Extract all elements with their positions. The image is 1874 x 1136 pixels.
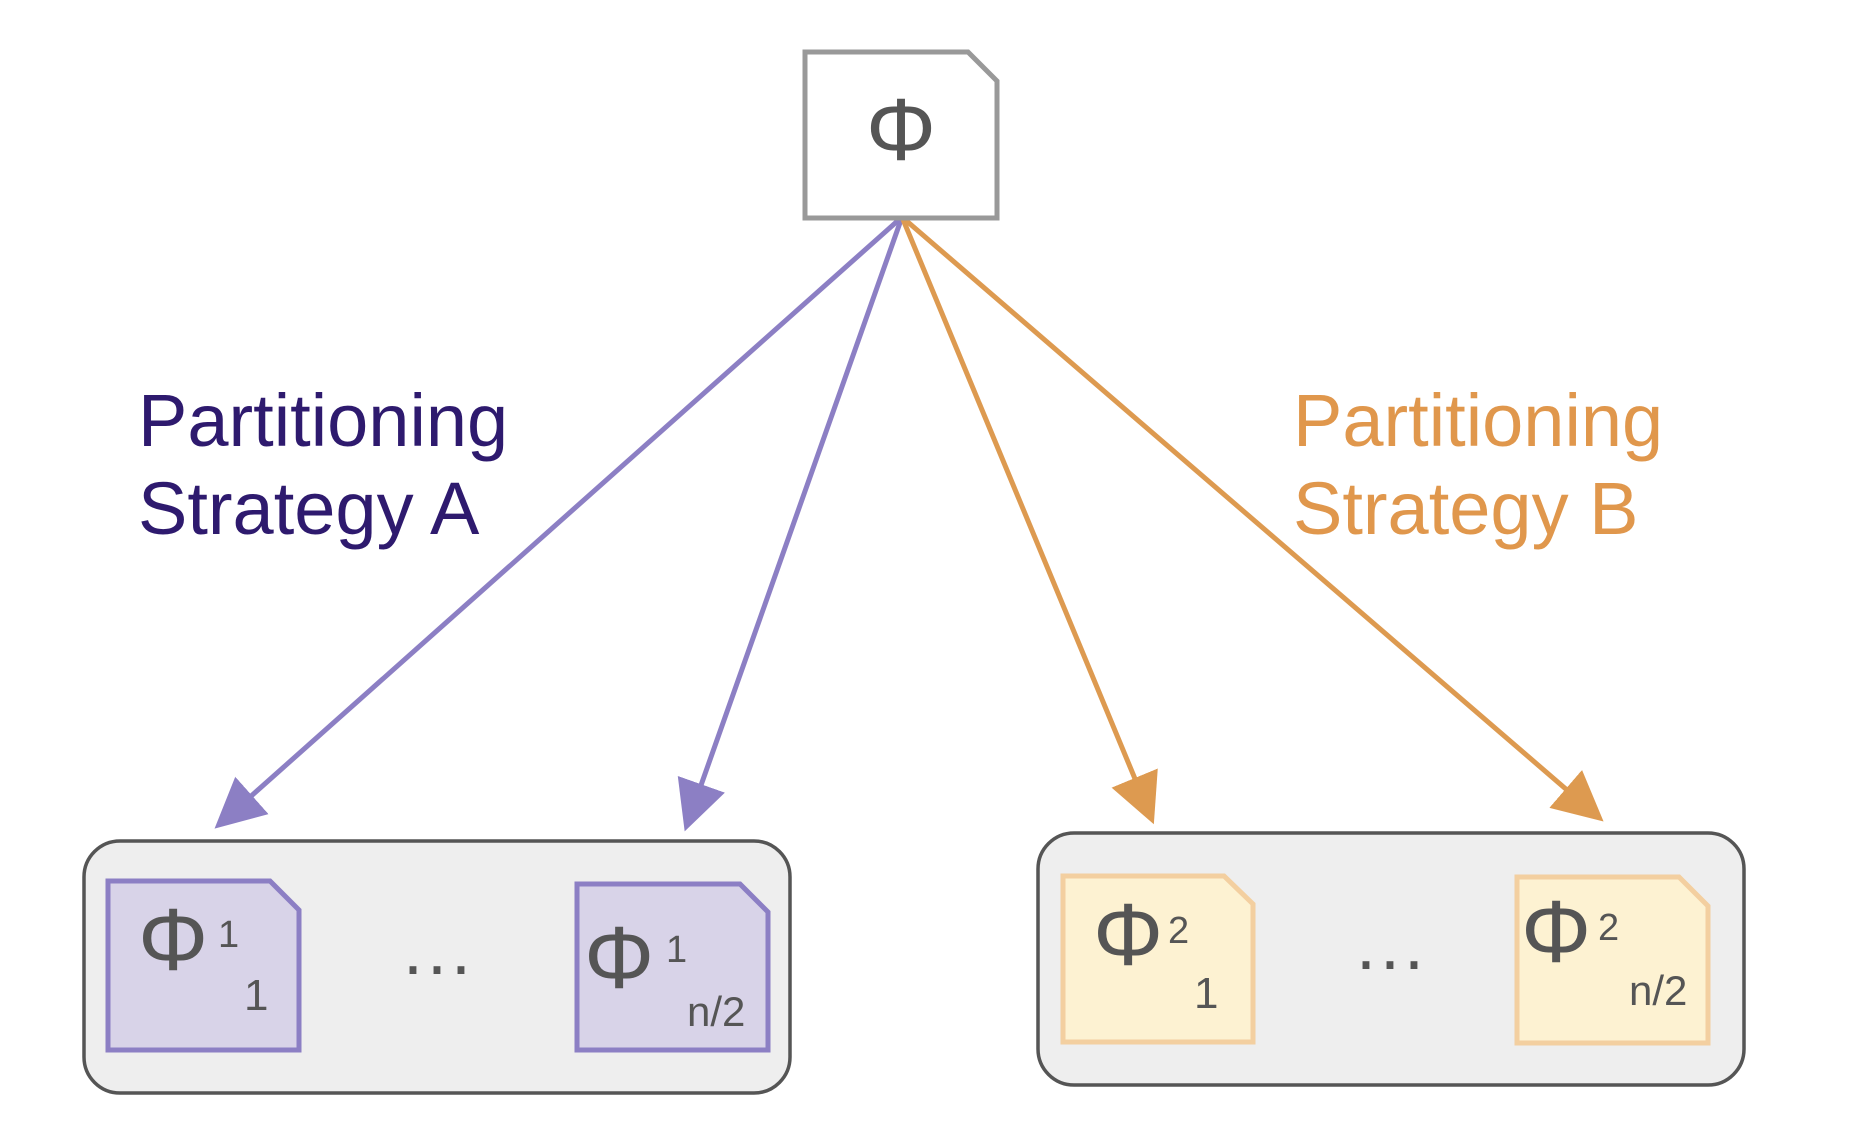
partition-a-first: Φ 1 1 (105, 878, 302, 1053)
partition-b-last: Φ 2 n/2 (1514, 874, 1711, 1046)
strategy-a-label: Partitioning Strategy A (138, 379, 508, 550)
arrow-a-last (677, 216, 905, 832)
partition-b-first-symbol: Φ (1093, 885, 1163, 984)
arrows (214, 215, 1604, 832)
strategy-a-label-line1: Partitioning (138, 379, 508, 462)
partition-b-last-sub: n/2 (1629, 967, 1687, 1014)
strategy-b-label: Partitioning Strategy B (1293, 379, 1663, 550)
arrow-b-first (899, 216, 1158, 825)
partition-a-last: Φ 1 n/2 (574, 881, 771, 1053)
partition-a-last-symbol: Φ (584, 908, 654, 1007)
partition-b-first: Φ 2 1 (1060, 873, 1256, 1045)
strategy-a-label-line2: Strategy A (138, 467, 480, 550)
partition-a-first-sup: 1 (218, 914, 239, 956)
strategy-b-label-line1: Partitioning (1293, 379, 1663, 462)
root-symbol: Φ (866, 80, 936, 179)
partition-a-last-sup: 1 (666, 929, 687, 971)
strategy-b-label-line2: Strategy B (1293, 467, 1639, 550)
partition-group-b: Φ 2 1 ··· Φ 2 n/2 (1036, 831, 1746, 1087)
partition-b-last-sup: 2 (1598, 907, 1619, 949)
partition-b-ellipsis: ··· (1354, 921, 1426, 1001)
partition-a-first-symbol: Φ (138, 890, 208, 989)
partition-a-last-sub: n/2 (687, 988, 745, 1035)
partition-group-a: Φ 1 1 ··· Φ 1 n/2 (82, 839, 792, 1095)
arrow-a-first (214, 215, 904, 829)
root-document: Φ (802, 49, 1000, 221)
partition-a-ellipsis: ··· (401, 926, 473, 1006)
partition-b-last-symbol: Φ (1521, 882, 1591, 981)
partition-a-first-sub: 1 (244, 971, 268, 1020)
partition-b-first-sub: 1 (1194, 969, 1218, 1018)
partition-b-first-sup: 2 (1168, 910, 1189, 952)
arrow-b-last (900, 215, 1604, 822)
